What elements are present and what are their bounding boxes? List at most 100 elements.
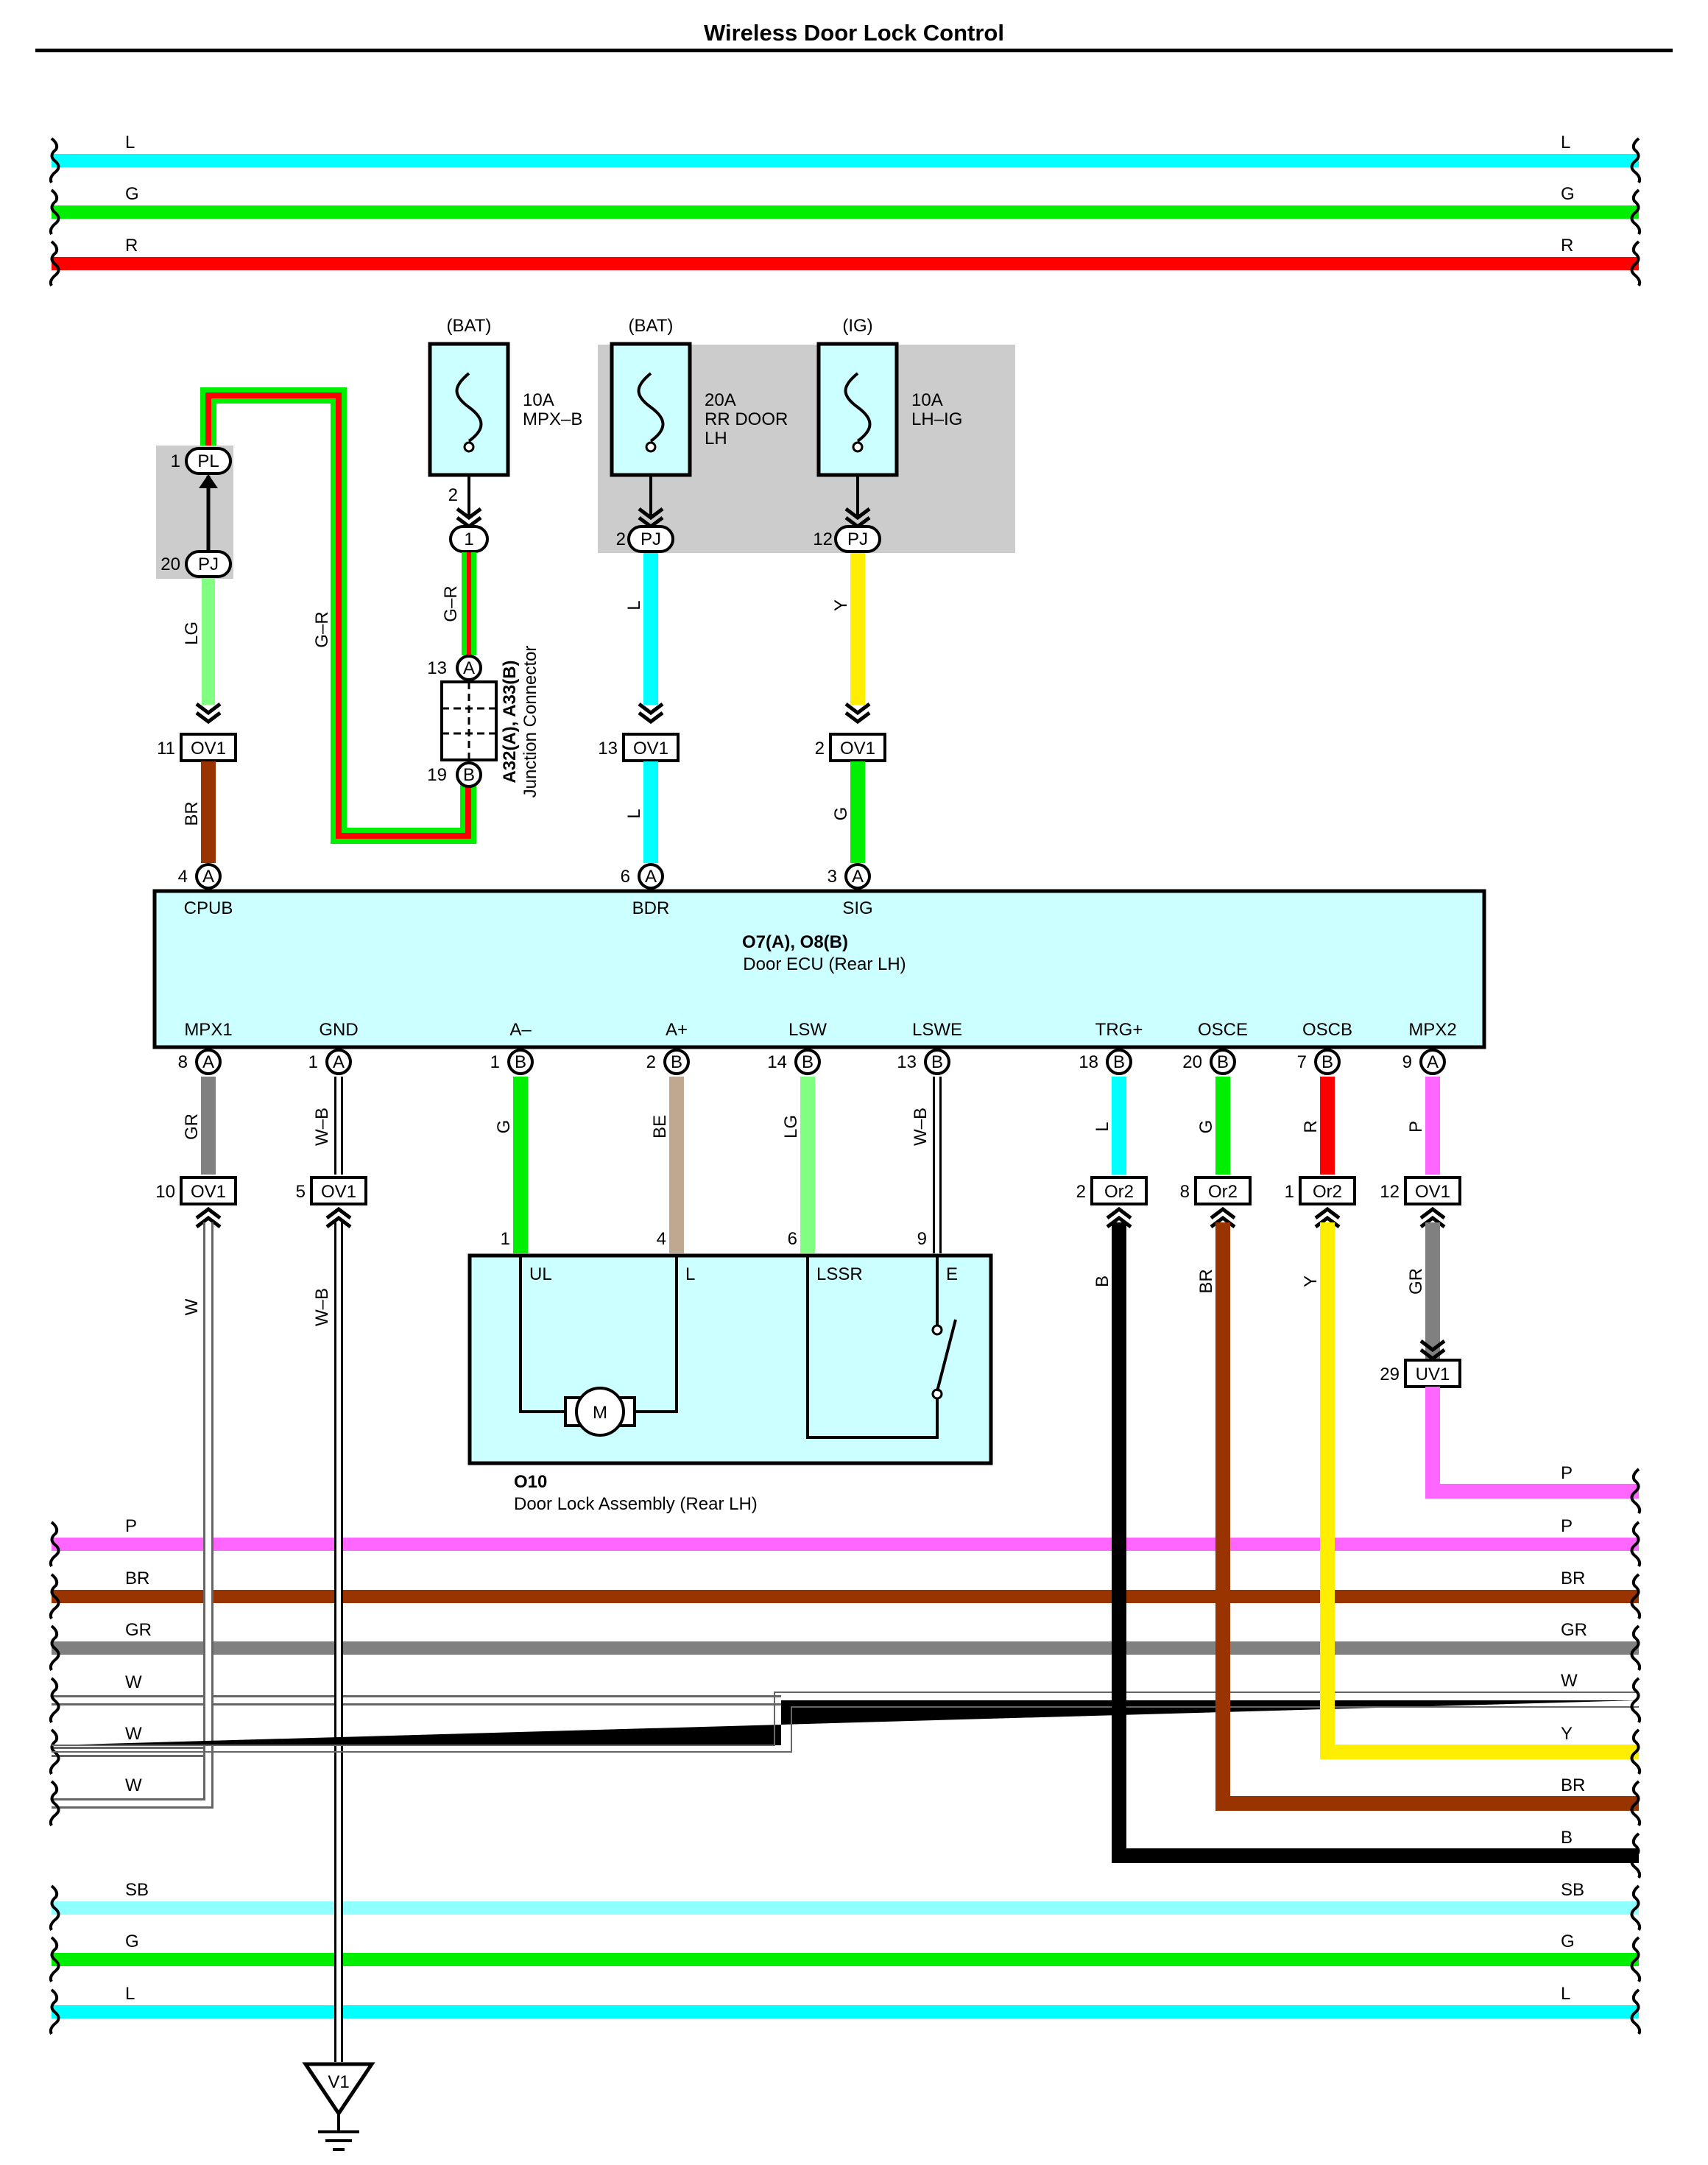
ecu-top-terminal-1-code: A xyxy=(645,867,657,887)
w-bus-break-left xyxy=(49,1780,60,1826)
p-right-break xyxy=(1630,1468,1642,1514)
lower-connector-5 xyxy=(1404,1176,1461,1205)
connector-chevron xyxy=(325,1206,352,1219)
switch-blade xyxy=(936,1319,957,1392)
wire-p-mpx2-label: P xyxy=(1406,1121,1426,1133)
wire-gr-mpx1-label: GR xyxy=(182,1113,202,1140)
ov1-top-pin-0: 11 xyxy=(157,739,175,758)
ecu-bottom-terminal-8-code: B xyxy=(1321,1052,1333,1072)
ecu-top-terminal-2-code: A xyxy=(852,867,864,887)
bottom-bus-gr-2 xyxy=(52,1641,1639,1655)
ecu-bottom-name-1: GND xyxy=(319,1020,358,1040)
wire-b-trg-label: B xyxy=(1093,1275,1112,1287)
ecu-bottom-terminal-6 xyxy=(1106,1049,1132,1075)
rr-door-pj-pin: 2 xyxy=(616,529,626,549)
lower-connector-2-code: Or2 xyxy=(1104,1182,1134,1202)
wire-br-cpub-label: BR xyxy=(182,801,202,825)
door-lock-name: Door Lock Assembly (Rear LH) xyxy=(514,1494,758,1514)
fuse-amp-0: 10A xyxy=(523,390,554,410)
connector-chevron xyxy=(1106,1215,1132,1228)
junction-pin-a-number: 13 xyxy=(427,658,447,678)
pj-pin-label: 20 xyxy=(160,555,180,574)
pl-connector xyxy=(185,447,232,475)
ov1-top-connector-1 xyxy=(622,733,680,762)
uv1-connector xyxy=(1404,1359,1461,1388)
wire-y-lh-ig-label: Y xyxy=(831,599,851,611)
top-bus-label-right: G xyxy=(1561,184,1575,204)
top-bus-break-right xyxy=(1630,137,1642,183)
connector-chevron xyxy=(638,711,664,725)
bottom-bus-break-left xyxy=(49,1677,60,1723)
lh-ig-pj xyxy=(834,525,881,553)
switch-contact-top xyxy=(931,1324,943,1336)
fuse-0-pin: 2 xyxy=(448,485,458,505)
rr-door-pj-code: PJ xyxy=(640,529,661,549)
pl-connector-code: PL xyxy=(197,451,219,471)
ecu-top-terminal-2 xyxy=(844,863,871,890)
fuse-amp-1: 20A xyxy=(705,390,736,410)
ov1-13-chevron xyxy=(638,703,664,725)
junction-internal xyxy=(442,682,496,760)
door-lock-pin-0: 1 xyxy=(501,1229,510,1249)
connector-chevron xyxy=(195,1215,222,1228)
wire-b-trg xyxy=(1112,1222,1639,1863)
door-lock-assembly xyxy=(467,1253,993,1465)
bottom-bus-label-left-1: BR xyxy=(125,1569,149,1588)
bottom-bus-break-right xyxy=(1630,1521,1642,1567)
door-lock-motor-circuit xyxy=(519,1256,678,1413)
lh-ig-pj-code: PJ xyxy=(847,529,868,549)
ecu-bottom-pin-3: 2 xyxy=(646,1052,656,1072)
connector-chevron xyxy=(1210,1206,1236,1219)
ecu-bottom-terminal-6-code: B xyxy=(1113,1052,1125,1072)
wire-g-r-loop-stripe xyxy=(205,392,471,839)
ecu-bottom-pin-7: 20 xyxy=(1182,1052,1202,1072)
fuse-name-2-0: LH–IG xyxy=(911,409,962,429)
bottom-bus-label-right-6: G xyxy=(1561,1932,1575,1951)
ecu-bottom-terminal-5-code: B xyxy=(931,1052,943,1072)
ecu-top-name-2: SIG xyxy=(842,898,872,918)
bottom-bus-label-left-3: W xyxy=(125,1672,142,1692)
wire-wb-ground-label: W–B xyxy=(312,1288,332,1326)
bottom-bus-break-left xyxy=(49,1936,60,1982)
ecu-top-terminal-0-code: A xyxy=(202,867,214,887)
lower-connector-5-code: OV1 xyxy=(1415,1182,1450,1202)
connector-chevron xyxy=(195,711,222,725)
wire-lg-label: LG xyxy=(182,622,202,645)
fuse-amp-2: 10A xyxy=(911,390,943,410)
top-bus-r xyxy=(52,257,1639,270)
ecu-bottom-terminal-9 xyxy=(1419,1049,1446,1075)
junction-pin-b-code: B xyxy=(463,765,475,785)
wire-g-osce-label: G xyxy=(1196,1120,1216,1134)
top-bus-label-right: R xyxy=(1561,236,1573,256)
wire-br-right-label: BR xyxy=(1561,1775,1585,1795)
ecu-bottom-terminal-0-code: A xyxy=(202,1052,214,1072)
door-lock-terminal-1: L xyxy=(685,1264,695,1284)
connector-chevron xyxy=(195,703,222,716)
wire-segment xyxy=(1112,1222,1639,1863)
top-bus-label-right: L xyxy=(1561,133,1570,152)
bottom-bus-p-0 xyxy=(52,1538,1639,1551)
fuse-2-element xyxy=(844,372,872,443)
ecu-bottom-terminal-2 xyxy=(507,1049,534,1075)
bottom-bus-label-left-7: L xyxy=(125,1984,135,2004)
rr-door-pj xyxy=(627,525,674,553)
ecu-bottom-terminal-7 xyxy=(1210,1049,1236,1075)
pl-pin-label: 1 xyxy=(171,451,180,471)
junction-pin-a-code: A xyxy=(463,658,475,678)
fuse-source-1: (BAT) xyxy=(629,316,674,336)
wire-g-r-fuse-label: G–R xyxy=(441,585,461,622)
pl-arrow-up xyxy=(199,474,218,488)
fuse-name-1-0: RR DOOR xyxy=(705,409,788,429)
wire-l-bdr-label: L xyxy=(624,809,644,818)
ecu-bottom-terminal-7-code: B xyxy=(1217,1052,1229,1072)
lower-connector-1-code: OV1 xyxy=(321,1182,356,1202)
ecu-bottom-terminal-4-code: B xyxy=(802,1052,814,1072)
lower-connector-chevron-5 xyxy=(1419,1206,1446,1228)
wire-segment xyxy=(1320,1222,1639,1759)
wire-be-a-plus-label: BE xyxy=(650,1115,670,1138)
ecu-bottom-name-4: LSW xyxy=(788,1020,827,1040)
bottom-bus-label-left-0: P xyxy=(125,1516,137,1536)
ecu-bottom-terminal-1-code: A xyxy=(333,1052,345,1072)
ecu-bottom-terminal-8 xyxy=(1314,1049,1341,1075)
lower-connector-3 xyxy=(1194,1176,1252,1205)
